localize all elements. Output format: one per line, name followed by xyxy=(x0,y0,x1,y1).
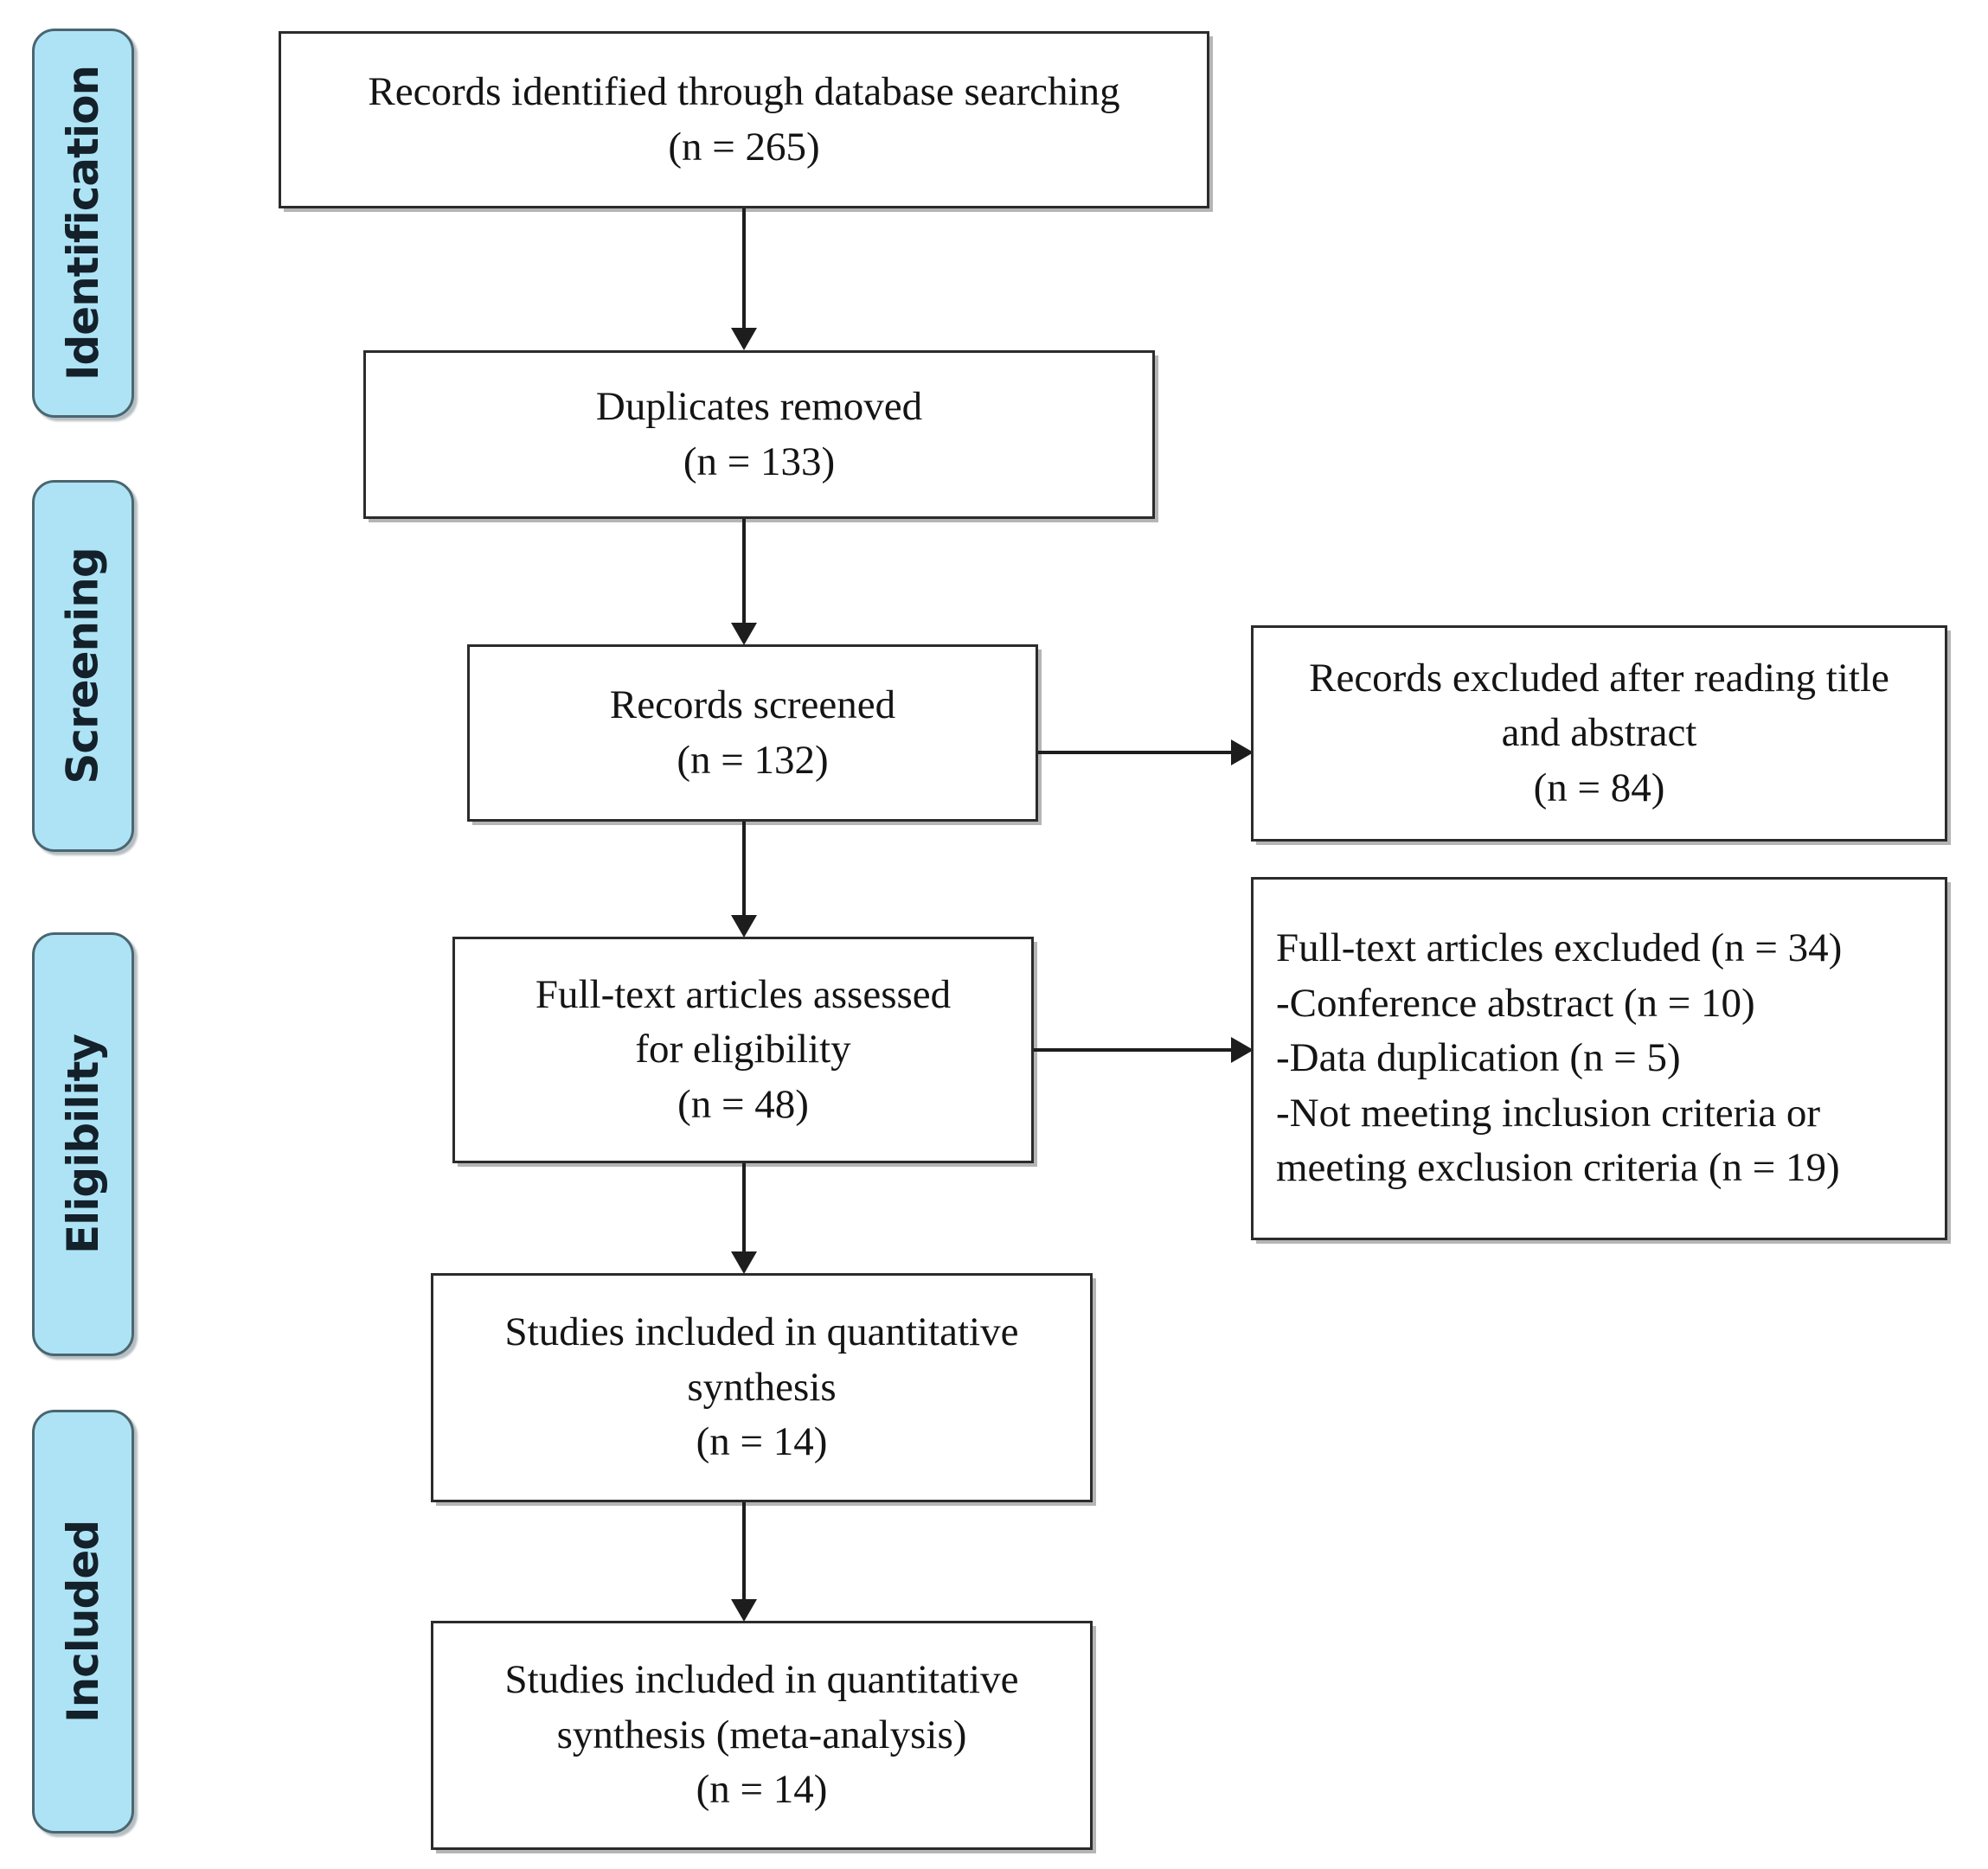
box-records-identified-line1: Records identified through database sear… xyxy=(368,69,1120,115)
box-records-screened: Records screened (n = 132) xyxy=(467,644,1038,822)
box-meta-analysis-line1: Studies included in quantitative xyxy=(504,1657,1019,1703)
box-fulltext-excluded-line1: Full-text articles excluded (n = 34) xyxy=(1276,925,1843,971)
arrowhead-fulltext-to-excluded xyxy=(1231,1037,1254,1063)
connector-fulltext-to-quant xyxy=(742,1163,746,1260)
box-fulltext-excluded-line4: -Not meeting inclusion criteria or xyxy=(1276,1090,1821,1136)
connector-fulltext-to-excluded xyxy=(1034,1048,1250,1052)
box-records-excluded-line3: (n = 84) xyxy=(1533,765,1665,810)
box-fulltext-assessed-line1: Full-text articles assessed xyxy=(535,971,952,1017)
box-records-excluded-line1: Records excluded after reading title xyxy=(1309,655,1889,701)
box-fulltext-assessed-line2: for eligibility xyxy=(635,1027,851,1072)
connector-screened-to-records-excluded xyxy=(1038,751,1250,754)
connector-identified-to-duplicates xyxy=(742,208,746,336)
stage-label-included: Included xyxy=(58,1520,109,1724)
box-fulltext-excluded-line2: -Conference abstract (n = 10) xyxy=(1276,980,1755,1026)
arrowhead-screened-to-records-excluded xyxy=(1231,739,1254,765)
box-records-identified-line2: (n = 265) xyxy=(668,124,820,170)
arrowhead-fulltext-to-quant xyxy=(731,1251,757,1274)
stage-pill-screening: Screening xyxy=(32,480,134,852)
box-records-excluded: Records excluded after reading title and… xyxy=(1251,625,1947,842)
box-fulltext-excluded-line5: meeting exclusion criteria (n = 19) xyxy=(1276,1145,1840,1191)
box-fulltext-excluded: Full-text articles excluded (n = 34) -Co… xyxy=(1251,877,1947,1240)
arrowhead-duplicates-to-screened xyxy=(731,623,757,645)
stage-label-screening: Screening xyxy=(58,547,109,784)
box-duplicates-removed-line2: (n = 133) xyxy=(683,438,836,484)
arrowhead-screened-to-fulltext xyxy=(731,915,757,938)
box-meta-analysis-line3: (n = 14) xyxy=(696,1767,828,1813)
connector-quant-to-meta xyxy=(742,1502,746,1608)
stage-label-identification: Identification xyxy=(58,65,109,381)
stage-pill-eligibility: Eligibility xyxy=(32,932,134,1356)
box-fulltext-excluded-line3: -Data duplication (n = 5) xyxy=(1276,1035,1681,1081)
box-records-identified: Records identified through database sear… xyxy=(279,31,1209,208)
connector-duplicates-to-screened xyxy=(742,519,746,631)
stage-label-eligibility: Eligibility xyxy=(58,1034,109,1255)
arrowhead-quant-to-meta xyxy=(731,1599,757,1622)
box-quant-synthesis-line2: synthesis xyxy=(687,1364,837,1410)
box-duplicates-removed: Duplicates removed (n = 133) xyxy=(363,350,1155,519)
arrowhead-identified-to-duplicates xyxy=(731,328,757,350)
box-duplicates-removed-line1: Duplicates removed xyxy=(595,384,923,430)
box-records-excluded-line2: and abstract xyxy=(1501,710,1697,756)
box-quant-synthesis-line3: (n = 14) xyxy=(696,1419,828,1465)
box-meta-analysis-line2: synthesis (meta-analysis) xyxy=(556,1712,967,1757)
box-quant-synthesis-line1: Studies included in quantitative xyxy=(504,1309,1019,1355)
connector-screened-to-fulltext xyxy=(742,822,746,924)
box-records-screened-line2: (n = 132) xyxy=(677,737,829,783)
box-fulltext-assessed: Full-text articles assessed for eligibil… xyxy=(452,937,1034,1163)
box-quant-synthesis: Studies included in quantitative synthes… xyxy=(431,1273,1093,1502)
stage-pill-identification: Identification xyxy=(32,29,134,418)
box-fulltext-assessed-line3: (n = 48) xyxy=(677,1081,809,1127)
box-meta-analysis: Studies included in quantitative synthes… xyxy=(431,1621,1093,1850)
stage-pill-included: Included xyxy=(32,1410,134,1834)
box-records-screened-line1: Records screened xyxy=(609,682,896,728)
